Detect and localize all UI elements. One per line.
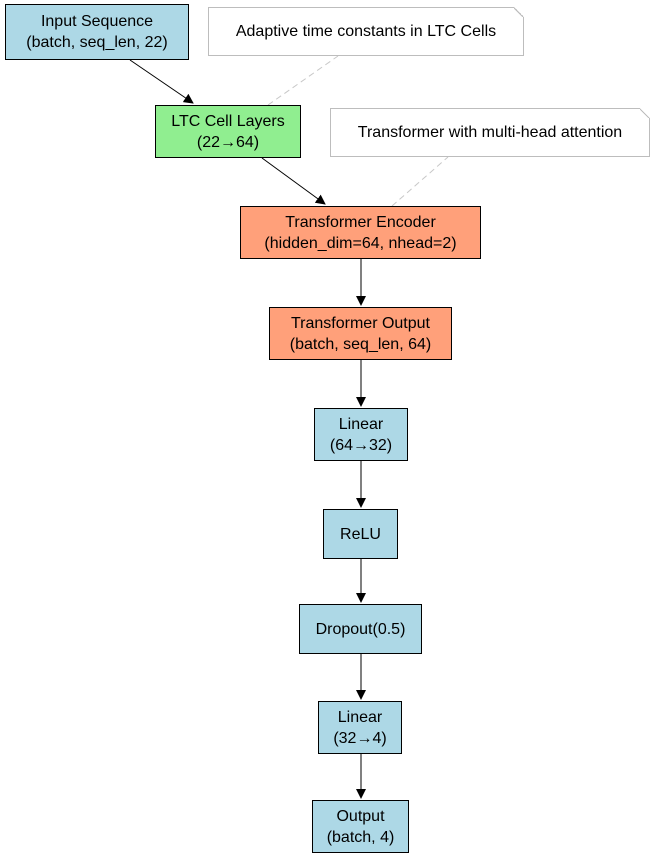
node-output-shape: (batch, 4) [326, 828, 395, 846]
node-transformer-output: Transformer Output (batch, seq_len, 64) [269, 307, 452, 360]
note-fold-corner [640, 108, 650, 118]
node-output-title: Output [336, 807, 385, 825]
node-encoder-params: (hidden_dim=64, nhead=2) [264, 234, 457, 252]
node-input-title: Input Sequence [40, 13, 154, 30]
node-linear2-title: Linear [337, 708, 383, 726]
note-ltc-adaptive-time: Adaptive time constants in LTC Cells [208, 7, 524, 56]
node-ltc-cell-layers: LTC Cell Layers (22→64) [155, 105, 301, 158]
node-ltc-shape: (22→64) [196, 133, 260, 151]
note-link-ltc [267, 55, 339, 106]
note-ltc-text: Adaptive time constants in LTC Cells [235, 22, 497, 40]
node-ltc-title: LTC Cell Layers [171, 112, 285, 130]
node-dropout: Dropout(0.5) [299, 604, 422, 654]
node-linear1-shape: (64→32) [329, 436, 393, 454]
node-transout-title: Transformer Output [290, 314, 430, 332]
note-transformer-text: Transformer with multi-head attention [357, 123, 623, 141]
node-input-sequence: Input Sequence (batch, seq_len, 22) [5, 4, 189, 60]
node-linear-1: Linear (64→32) [314, 408, 408, 461]
node-dropout-title: Dropout(0.5) [315, 620, 406, 638]
node-linear1-title: Linear [338, 415, 384, 433]
edge-ltc-encoder [261, 157, 326, 205]
node-relu: ReLU [323, 509, 398, 559]
node-linear2-shape: (32→4) [333, 729, 387, 747]
node-input-shape: (batch, seq_len, 22) [26, 34, 168, 51]
node-output: Output (batch, 4) [312, 800, 409, 853]
node-linear-2: Linear (32→4) [318, 701, 402, 754]
node-relu-title: ReLU [340, 525, 381, 543]
node-encoder-title: Transformer Encoder [285, 213, 436, 231]
note-transformer-attention: Transformer with multi-head attention [330, 108, 650, 157]
note-link-transformer [391, 156, 449, 207]
node-transout-shape: (batch, seq_len, 64) [289, 335, 432, 353]
note-fold-corner [514, 7, 524, 17]
edge-input-ltc [129, 59, 194, 104]
node-transformer-encoder: Transformer Encoder (hidden_dim=64, nhea… [240, 206, 481, 259]
